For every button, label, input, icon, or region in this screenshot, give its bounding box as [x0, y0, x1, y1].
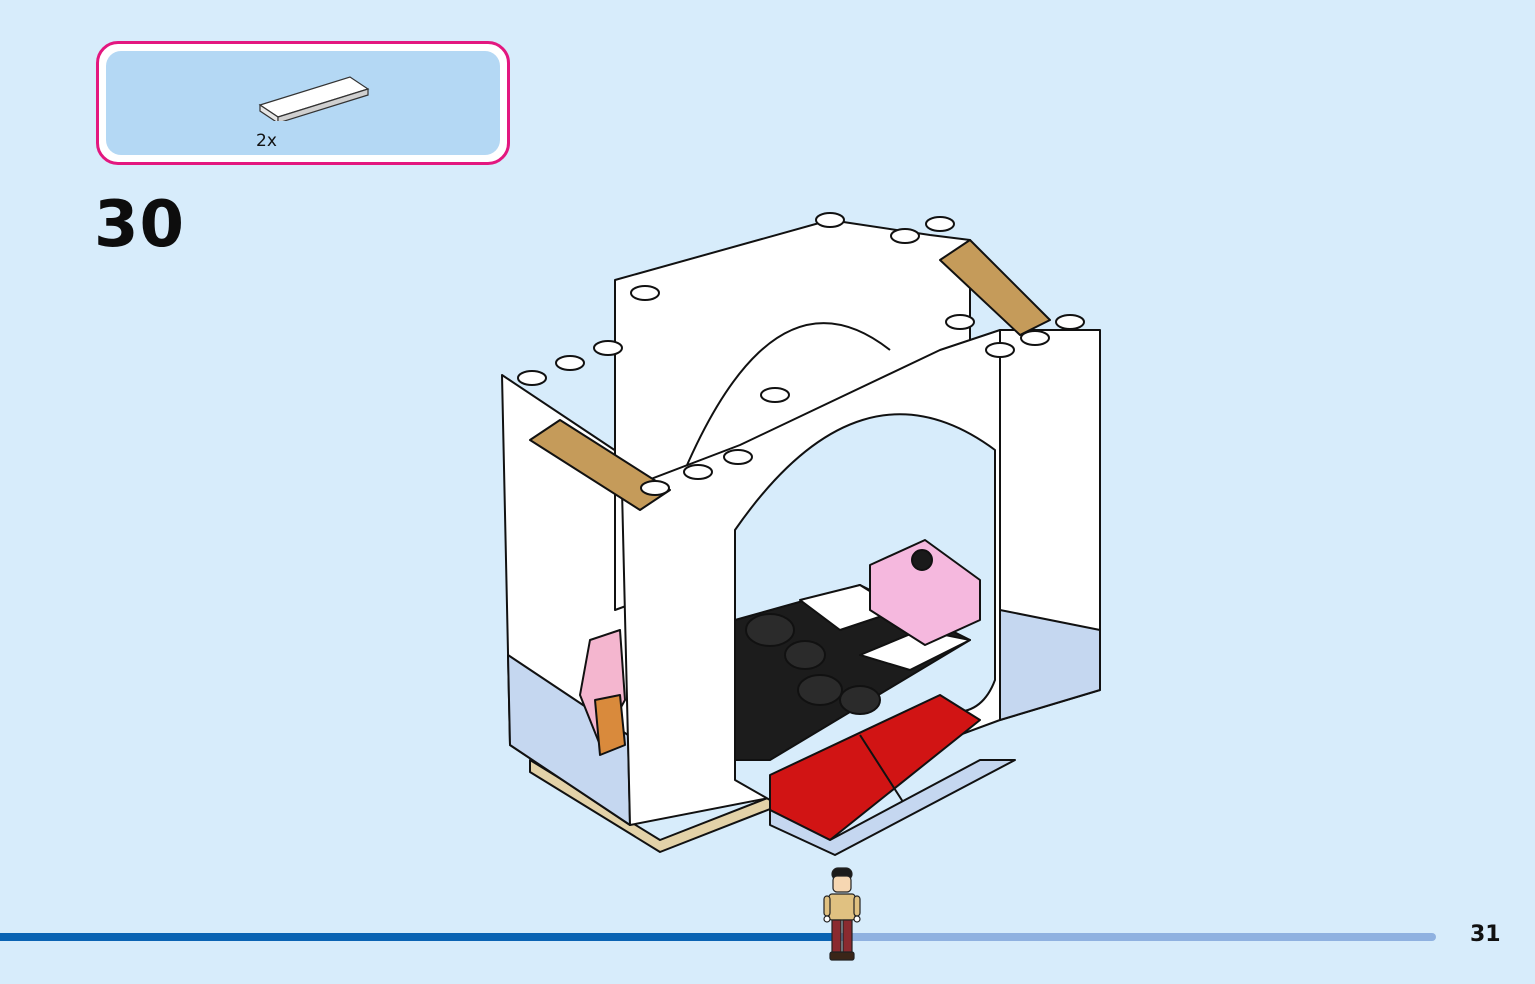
- pink-cake: [869, 539, 981, 646]
- studs: [517, 212, 1085, 496]
- parts-callout-inner: 2x: [106, 51, 500, 155]
- page-number: 31: [1470, 922, 1501, 947]
- part-quantity: 2x: [256, 131, 277, 151]
- left-railing: [529, 419, 671, 511]
- castle-gate-model-illustration: [501, 212, 1101, 856]
- white-flat-tile-icon: [258, 76, 370, 121]
- red-carpet: [769, 694, 981, 841]
- floor-white: [859, 629, 971, 671]
- right-wall-blue-band: [999, 609, 1101, 721]
- progress-bar-fill: [0, 933, 841, 941]
- progress-bar: [0, 933, 1436, 941]
- front-step: [769, 759, 1016, 856]
- black-plant-leaves: [745, 613, 881, 715]
- right-railing: [939, 239, 1051, 336]
- prince-minifigure-icon: [823, 867, 861, 961]
- parts-callout: 2x: [96, 41, 510, 165]
- step-number: 30: [94, 188, 186, 262]
